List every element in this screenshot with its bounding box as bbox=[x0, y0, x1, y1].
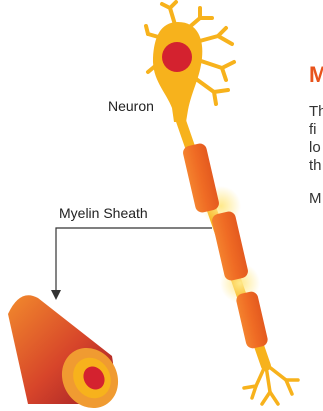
myelin-segment bbox=[182, 142, 221, 214]
axon-terminals bbox=[244, 364, 298, 404]
side-heading: M bbox=[309, 62, 323, 88]
connector-arrowhead bbox=[51, 290, 61, 300]
side-text-line: fi bbox=[309, 121, 317, 138]
myelin-sheath-label: Myelin Sheath bbox=[59, 205, 148, 221]
side-text-line: th bbox=[309, 157, 322, 174]
side-text-line: M bbox=[309, 190, 322, 207]
side-text-line: lo bbox=[309, 139, 321, 156]
myelin-cylinder bbox=[8, 295, 129, 411]
myelin-segments bbox=[182, 142, 269, 350]
cell-body bbox=[153, 22, 202, 122]
connector-line bbox=[56, 228, 212, 292]
nucleus bbox=[162, 42, 192, 72]
myelin-segment bbox=[211, 210, 250, 282]
side-text-line: Th bbox=[309, 103, 323, 120]
neuron-label: Neuron bbox=[108, 98, 154, 114]
myelin-segment bbox=[235, 290, 269, 350]
